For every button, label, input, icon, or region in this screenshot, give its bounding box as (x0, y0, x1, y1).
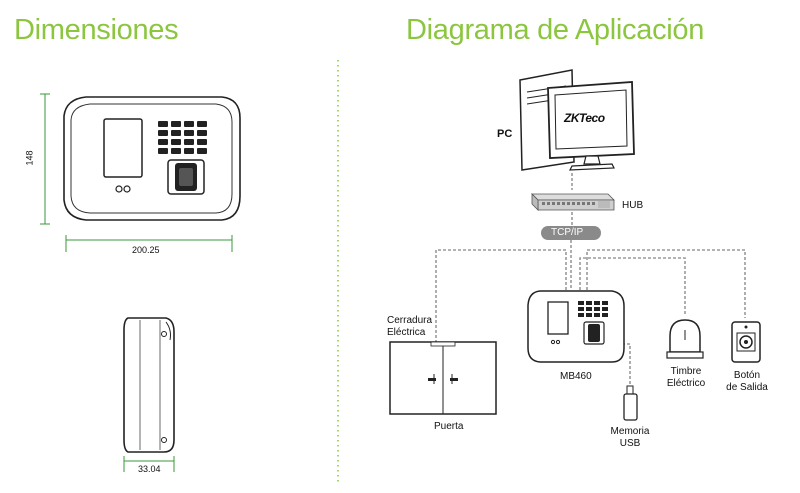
exit-label-line2: de Salida (726, 382, 768, 393)
usb-label-line1: Memoria (610, 426, 650, 437)
depth-dimension-line (123, 456, 175, 472)
width-dimension-line (65, 235, 233, 252)
usb-label: Memoria USB (610, 426, 650, 450)
mb460-device-illustration (527, 290, 625, 363)
exit-button-label: Botón de Salida (722, 370, 772, 394)
hub-illustration (531, 193, 615, 211)
bell-label: Timbre Eléctrico (665, 366, 707, 390)
usb-stick-illustration (623, 385, 638, 421)
application-diagram-title: Diagrama de Aplicación (406, 14, 705, 46)
lock-label-line1: Cerradura (387, 315, 433, 326)
hub-label: HUB (622, 200, 644, 211)
bell-illustration (666, 319, 704, 359)
brand-logo: ZKTeco (564, 111, 605, 125)
device-label: MB460 (560, 371, 592, 382)
device-side-view (123, 317, 175, 453)
door-illustration (389, 341, 497, 415)
tcp-ip-badge (541, 226, 601, 240)
tcp-ip-label: TCP/IP (551, 227, 584, 238)
bell-label-line1: Timbre (670, 366, 702, 377)
bell-label-line2: Eléctrico (666, 378, 706, 389)
depth-dimension-label: 33.04 (138, 464, 161, 474)
exit-button-illustration (731, 321, 761, 363)
width-dimension-label: 200.25 (132, 245, 160, 255)
pc-label: PC (497, 128, 513, 140)
exit-label-line1: Botón (733, 370, 761, 381)
lock-label: Cerradura Eléctrica (387, 315, 432, 339)
dimensions-title: Dimensiones (14, 14, 179, 46)
usb-label-line2: USB (619, 438, 641, 449)
pc-illustration (519, 69, 635, 171)
height-dimension-line (40, 93, 50, 225)
height-dimension-label: 148 (24, 150, 35, 166)
device-front-view (63, 96, 241, 221)
door-label: Puerta (434, 421, 464, 432)
lock-label-line2: Eléctrica (387, 327, 426, 338)
